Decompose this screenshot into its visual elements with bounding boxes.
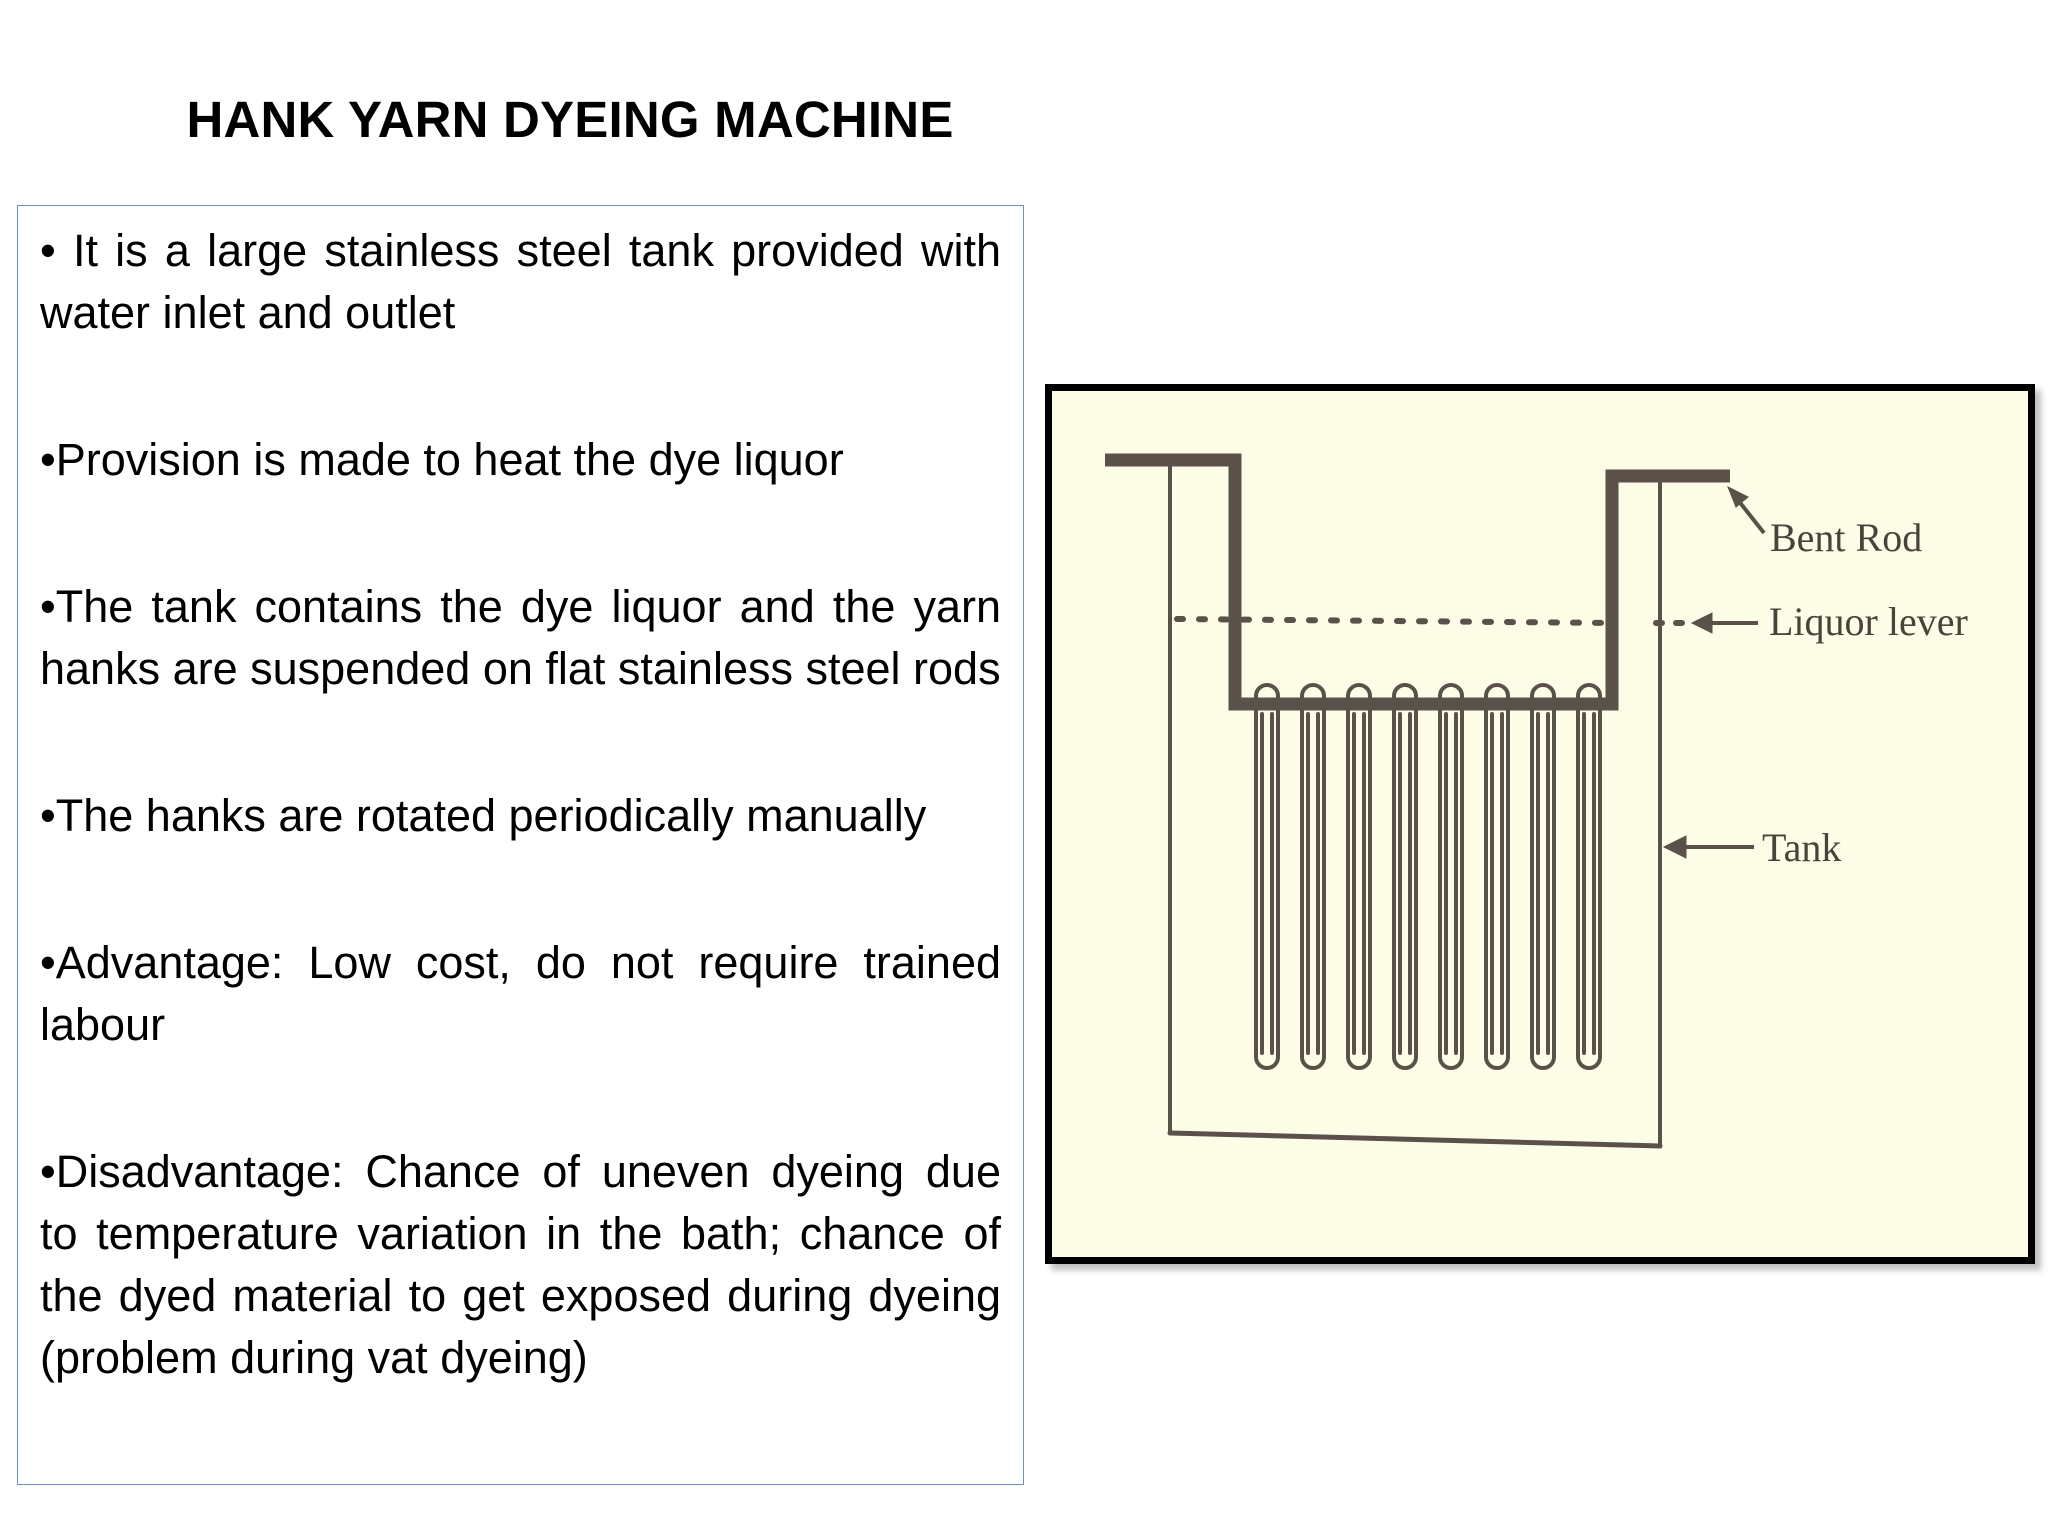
yarn-hank (1254, 683, 1280, 1070)
yarn-hank (1392, 683, 1418, 1070)
liquor-level-line (1174, 616, 1617, 626)
bent-rod-shape (1105, 453, 1730, 711)
bent-rod (1105, 453, 1730, 711)
tank-outline (1167, 461, 1663, 1149)
pointer-arrows (1662, 485, 1766, 859)
tank-bottom (1167, 1130, 1663, 1149)
yarn-hanks (1254, 683, 1602, 1070)
yarn-hank (1300, 683, 1326, 1070)
bullet-item: • It is a large stainless steel tank pro… (40, 225, 1001, 338)
liquor-arrowhead (1690, 612, 1713, 634)
bent-rod-arrowhead (1727, 485, 1749, 508)
slide-title: HANK YARN DYEING MACHINE (186, 91, 954, 148)
bullet-text-box: • It is a large stainless steel tank pro… (17, 205, 1024, 1485)
hank-dyeing-diagram: Bent Rod Liquor lever Tank (1045, 384, 2035, 1264)
yarn-hank (1576, 683, 1602, 1070)
label-liquor-level: Liquor lever (1769, 599, 1968, 644)
diagram-svg: Bent Rod Liquor lever Tank (1105, 453, 1968, 1149)
yarn-hank (1346, 683, 1372, 1070)
yarn-hank (1438, 683, 1464, 1070)
bullet-item: •Advantage: Low cost, do not require tra… (40, 937, 1001, 1050)
bullet-item: •The hanks are rotated periodically manu… (40, 790, 927, 841)
bullet-item: •The tank contains the dye liquor and th… (40, 581, 1001, 694)
yarn-hank (1530, 683, 1556, 1070)
bullet-item: •Disadvantage: Chance of uneven dyeing d… (40, 1146, 1001, 1383)
label-tank: Tank (1762, 825, 1841, 870)
tank-arrowhead (1662, 835, 1687, 859)
label-bent-rod: Bent Rod (1770, 515, 1922, 560)
bullet-item: •Provision is made to heat the dye liquo… (40, 434, 844, 485)
yarn-hank (1484, 683, 1510, 1070)
